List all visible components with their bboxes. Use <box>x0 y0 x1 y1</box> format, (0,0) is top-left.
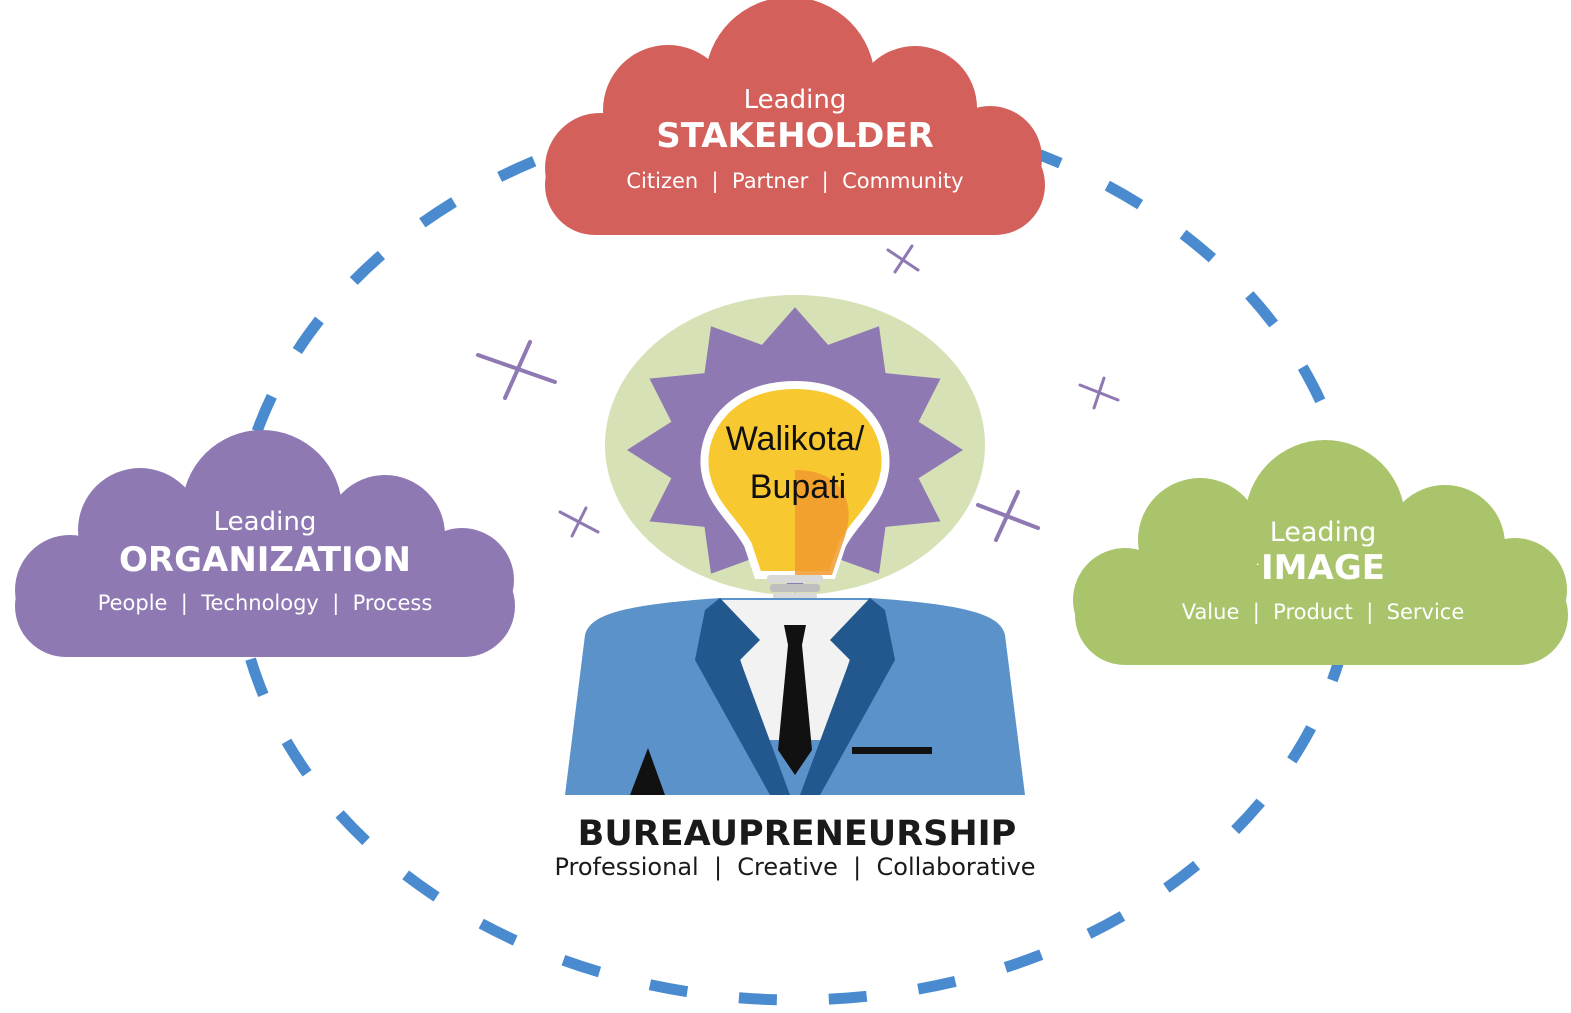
cloud-image: Leading IMAGE Value | Product | Service <box>1073 440 1568 665</box>
center-title: BUREAUPRENEURSHIP <box>578 814 1017 854</box>
sparkle-icon <box>1078 376 1120 410</box>
bulb-label-line2: Bupati <box>750 468 846 506</box>
image-items: Value | Product | Service <box>1182 600 1465 625</box>
image-prefix: Leading <box>1270 517 1377 548</box>
stakeholder-items: Citizen | Partner | Community <box>626 169 963 194</box>
sparkle-icon <box>886 244 920 274</box>
sparkle-icon <box>976 490 1040 542</box>
sparkle-icon <box>476 340 557 400</box>
organization-prefix: Leading <box>214 507 317 537</box>
bulb-label-line1: Walikota/ <box>726 420 865 458</box>
lightbulb-head-icon: Walikota/ Bupati <box>605 295 985 600</box>
organization-title: ORGANIZATION <box>119 540 411 580</box>
stakeholder-prefix: Leading <box>744 85 847 115</box>
cloud-stakeholder: Leading STAKEHOLDER Citizen | Partner | … <box>545 0 1045 235</box>
cloud-organization: Leading ORGANIZATION People | Technology… <box>15 430 515 657</box>
sparkle-icon <box>558 506 600 538</box>
bulb-shade <box>795 470 849 575</box>
bulb-base <box>767 575 823 600</box>
center-subtitle: Professional | Creative | Collaborative <box>554 853 1035 881</box>
image-title: IMAGE <box>1261 548 1385 588</box>
businessman-suit <box>565 598 1025 795</box>
stakeholder-title: STAKEHOLDER <box>656 116 934 156</box>
organization-items: People | Technology | Process <box>98 591 433 616</box>
